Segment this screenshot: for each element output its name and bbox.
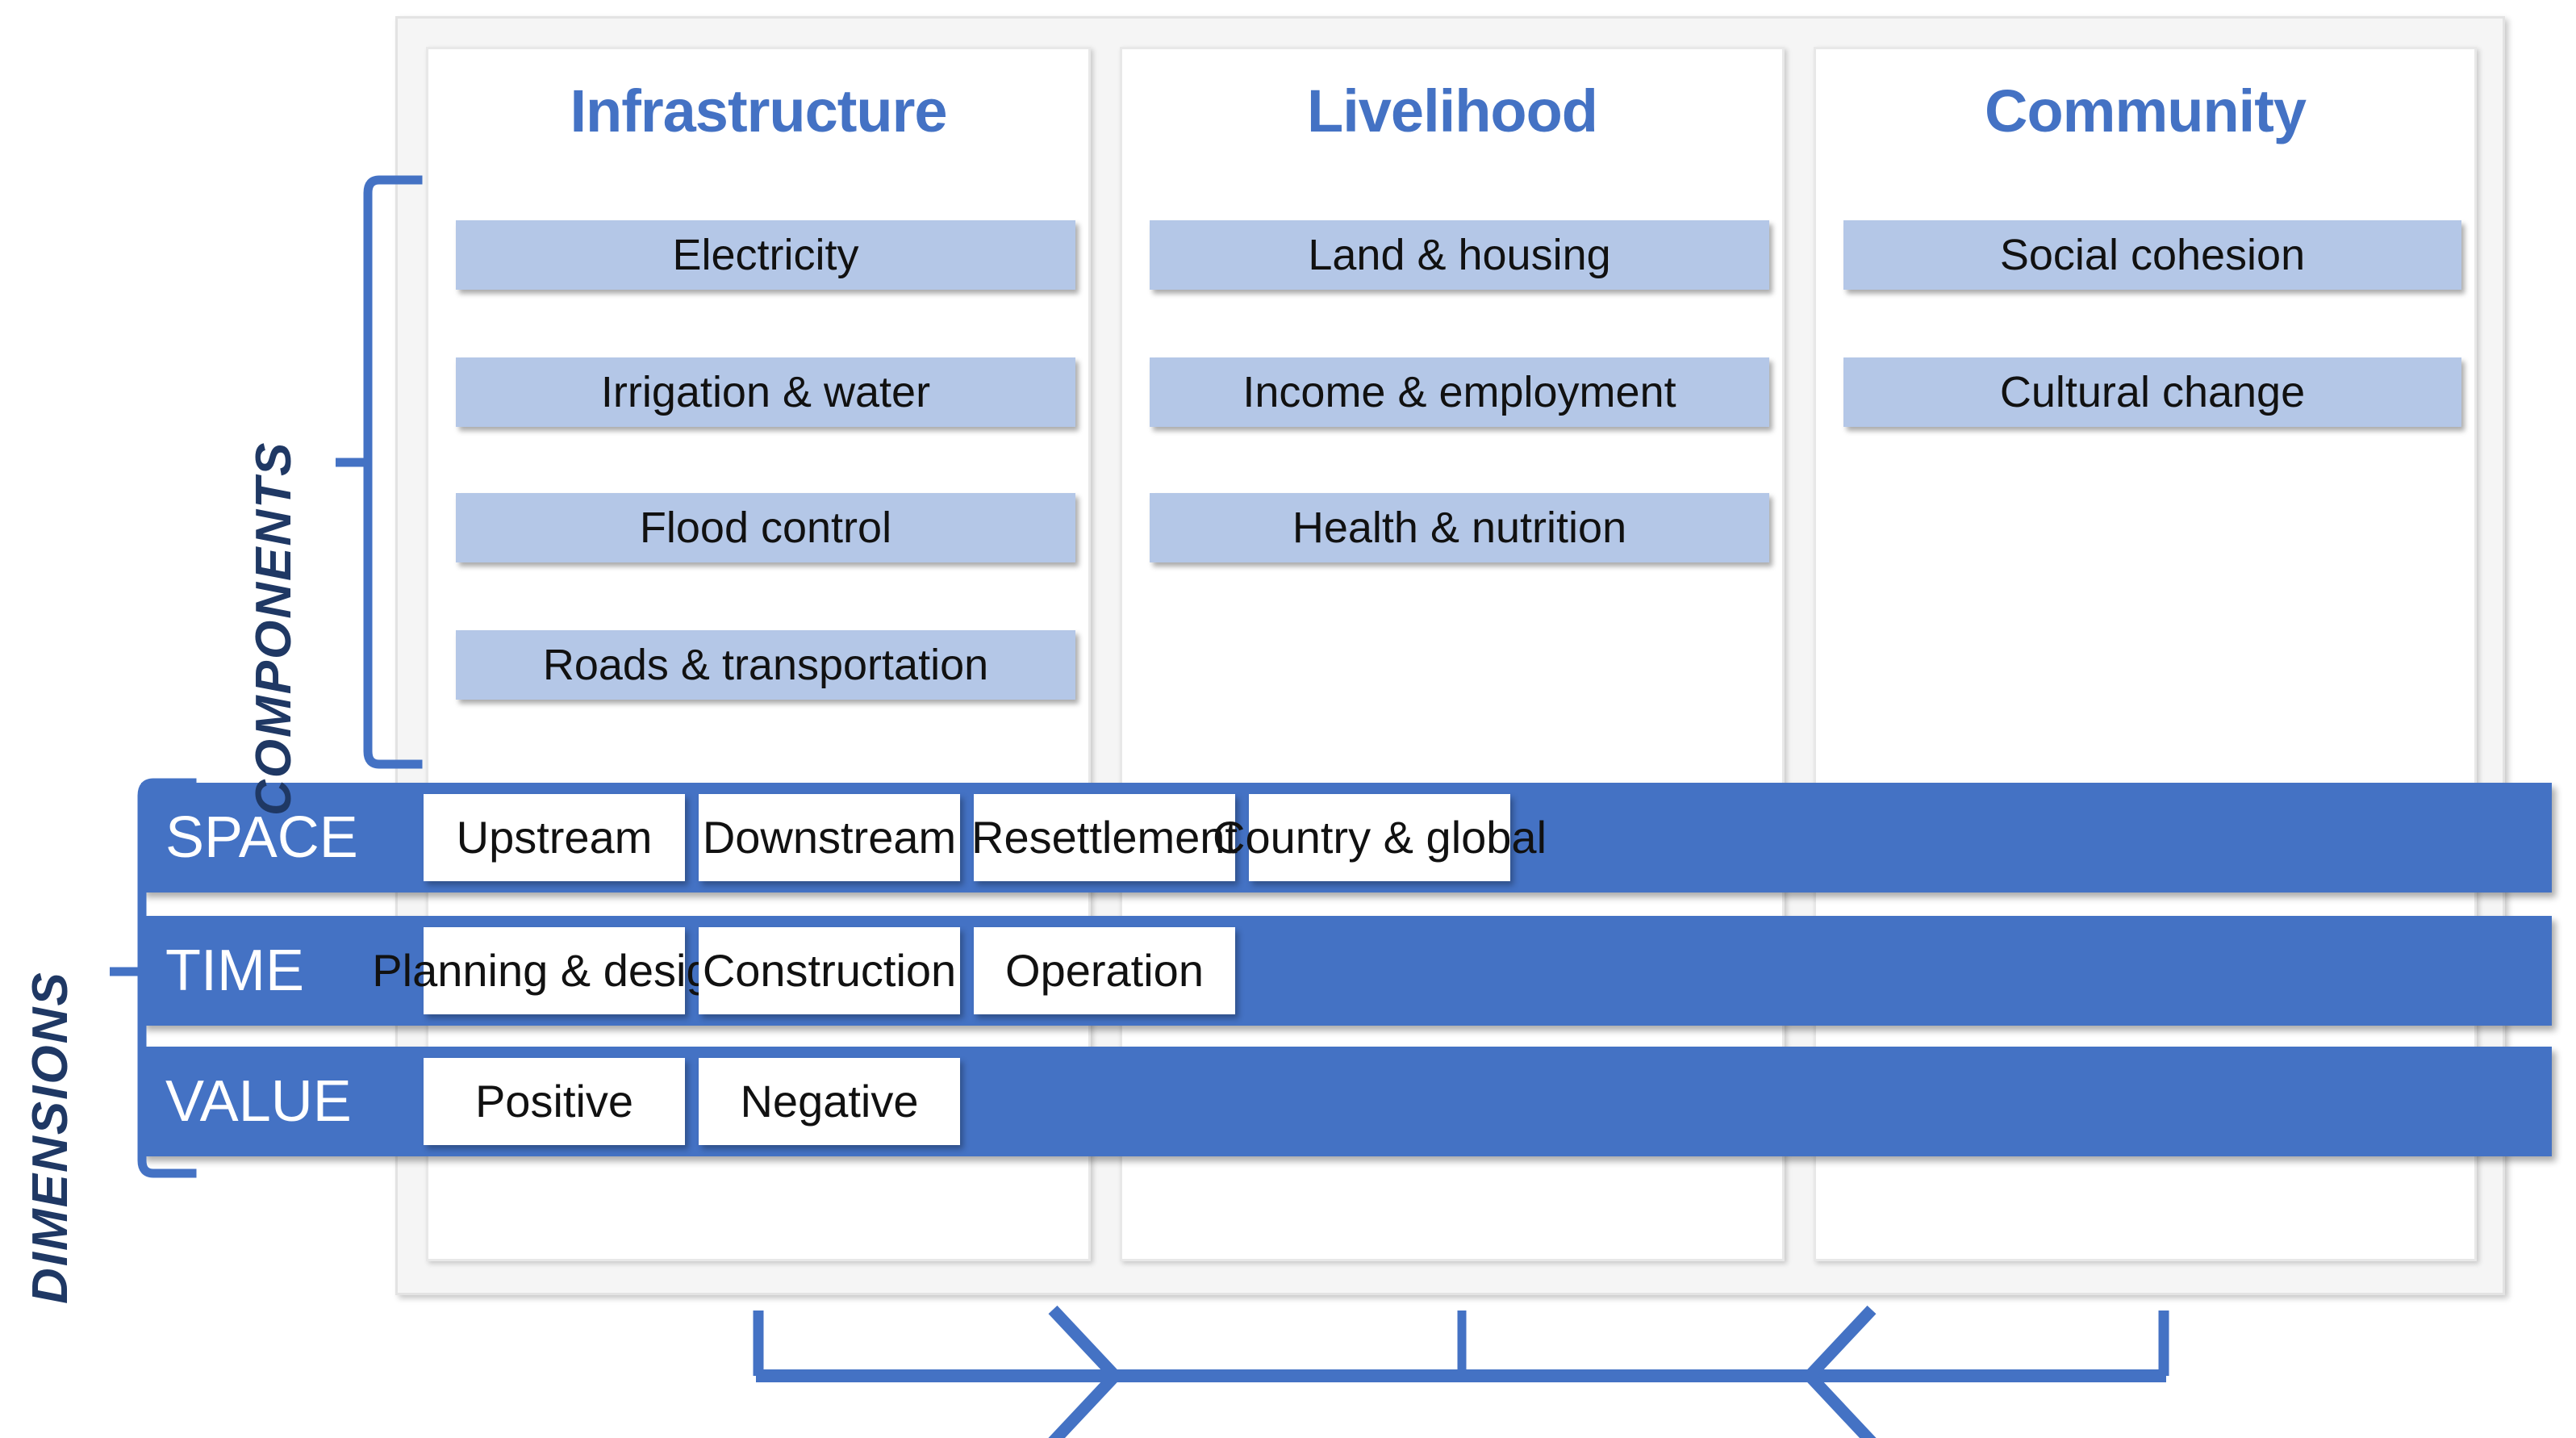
component-chip[interactable]: Cultural change [1843, 357, 2461, 427]
dimension-cell[interactable]: Negative [699, 1058, 960, 1145]
component-chip[interactable]: Income & employment [1150, 357, 1769, 427]
dimension-cell-label: Positive [474, 1076, 634, 1127]
dimension-cell[interactable]: Operation [974, 927, 1235, 1014]
component-chip[interactable]: Land & housing [1150, 220, 1769, 290]
component-label: Flood control [639, 504, 892, 552]
dimension-label-time: TIME [165, 938, 304, 1003]
component-label: Income & employment [1242, 368, 1676, 416]
column-title-livelihood: Livelihood [1307, 77, 1598, 144]
component-chip[interactable]: Roads & transportation [456, 630, 1075, 700]
component-label: Land & housing [1308, 231, 1611, 279]
component-chip[interactable]: Irrigation & water [456, 357, 1075, 427]
dimension-row-value: VALUE Positive Negative [141, 1047, 2552, 1156]
column-title-infrastructure: Infrastructure [570, 77, 947, 144]
dimension-cell[interactable]: Construction [699, 927, 960, 1014]
dimension-cell[interactable]: Planning & design [372, 927, 737, 1014]
dimension-row-space: SPACE Upstream Downstream Resettlement C… [141, 783, 2552, 892]
dimension-cell-label: Resettlement [971, 812, 1238, 863]
component-label: Electricity [672, 231, 859, 279]
dimension-cell-label: Negative [740, 1076, 919, 1127]
dimension-cell-label: Planning & design [372, 945, 737, 996]
component-chip[interactable]: Social cohesion [1843, 220, 2461, 290]
dimension-cell-label: Construction [702, 945, 957, 996]
component-label: Cultural change [1999, 368, 2306, 416]
component-chip[interactable]: Health & nutrition [1150, 493, 1769, 562]
component-chip[interactable]: Flood control [456, 493, 1075, 562]
dimension-cell-label: Upstream [456, 812, 653, 863]
components-bracket [336, 175, 423, 769]
component-label: Irrigation & water [600, 368, 931, 416]
component-label: Social cohesion [1999, 231, 2306, 279]
column-title-community: Community [1985, 77, 2307, 144]
component-chip[interactable]: Electricity [456, 220, 1075, 290]
dimension-cell-label: Country & global [1213, 812, 1547, 863]
dimension-cell-label: Downstream [702, 812, 957, 863]
component-label: Roads & transportation [542, 641, 989, 689]
dimension-cell-label: Operation [1005, 945, 1204, 996]
dimension-cell[interactable]: Upstream [424, 794, 685, 881]
dimension-label-space: SPACE [165, 805, 358, 870]
dimension-cell[interactable]: Positive [424, 1058, 685, 1145]
component-label: Health & nutrition [1292, 504, 1627, 552]
dimension-label-value: VALUE [165, 1069, 352, 1134]
dimension-cell[interactable]: Country & global [1213, 794, 1547, 881]
dimension-row-time: TIME Planning & design Construction Oper… [141, 916, 2552, 1026]
dimension-cell[interactable]: Downstream [699, 794, 960, 881]
dimensions-bracket [110, 778, 197, 1178]
dimension-cell[interactable]: Resettlement [971, 794, 1238, 881]
